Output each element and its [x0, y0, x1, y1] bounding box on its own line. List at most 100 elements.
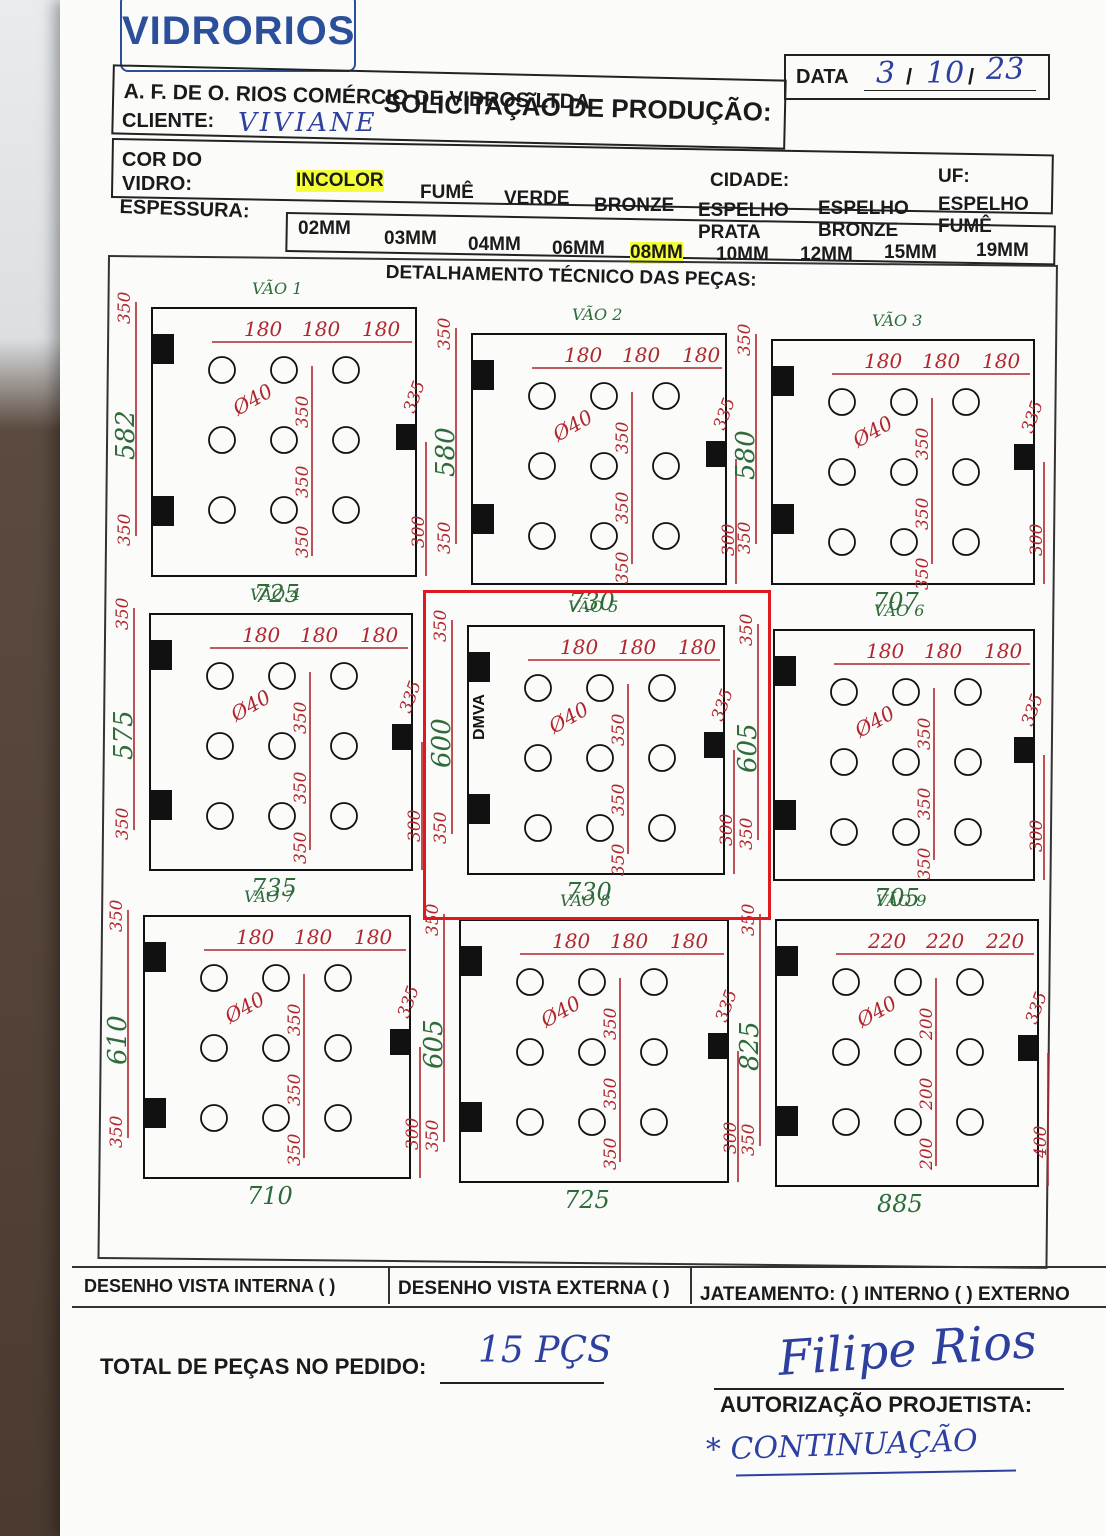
uf-label: UF: — [938, 166, 970, 187]
glass-piece-outline[interactable] — [471, 333, 727, 585]
hole-circle — [586, 814, 614, 842]
spacing-label: 180 — [354, 925, 392, 949]
hole-circle — [590, 522, 618, 550]
external-view-option[interactable]: DESENHO VISTA EXTERNA ( ) — [398, 1278, 670, 1299]
date-box: DATA 3 / 10 / 23 — [784, 52, 1050, 100]
right-bottom-dimension: 300 — [1027, 523, 1047, 556]
piece-label: VÃO 3 — [872, 310, 922, 330]
thickness-option-12mm[interactable]: 12MM — [800, 244, 853, 265]
color-option-fume[interactable]: FUMÊ — [420, 182, 474, 203]
hole-circle — [830, 678, 858, 706]
left-bottom-dimension: 350 — [431, 811, 451, 844]
selection-highlight-box[interactable] — [423, 590, 771, 920]
dmva-note: DMVA — [471, 694, 488, 740]
sandblasting-option[interactable]: JATEAMENTO: ( ) INTERNO ( ) EXTERNO — [700, 1284, 1070, 1305]
glass-piece-outline[interactable] — [775, 919, 1039, 1187]
vertical-spacing-label: 350 — [913, 427, 933, 460]
vertical-spacing-label: 350 — [285, 1073, 305, 1106]
glass-piece-outline[interactable] — [773, 629, 1035, 881]
hole-circle — [200, 964, 228, 992]
hole-circle — [528, 382, 556, 410]
date-day: 3 — [876, 56, 896, 91]
left-bottom-dimension: 350 — [735, 521, 755, 554]
thickness-option-04mm[interactable]: 04MM — [468, 234, 521, 255]
hole-circle — [578, 1108, 606, 1136]
spacing-label: 180 — [924, 639, 962, 663]
handle-block — [1014, 444, 1034, 470]
width-label: 725 — [564, 1186, 610, 1214]
piece-label: VÃO 7 — [244, 886, 295, 906]
hinge-block — [150, 790, 172, 820]
left-bottom-dimension: 350 — [113, 807, 133, 840]
thickness-option-19mm[interactable]: 19MM — [976, 240, 1029, 261]
hole-circle — [270, 356, 298, 384]
left-bottom-dimension: 350 — [737, 817, 757, 850]
glass-piece-outline[interactable] — [143, 915, 411, 1179]
color-option-espelho-bronze[interactable]: ESPELHO BRONZE — [818, 198, 909, 241]
glass-piece-outline[interactable] — [151, 307, 417, 577]
hole-circle — [956, 1108, 984, 1136]
vertical-spacing-label: 350 — [601, 1007, 621, 1040]
thickness-option-15mm[interactable]: 15MM — [884, 242, 937, 263]
hinge-block — [144, 942, 166, 972]
hole-diameter-label: Ø40 — [850, 700, 899, 742]
height-label: 605 — [733, 723, 763, 773]
spacing-label: 180 — [360, 623, 398, 647]
hole-circle — [892, 818, 920, 846]
height-label: 575 — [109, 710, 139, 760]
width-label: 885 — [877, 1190, 923, 1218]
thickness-option-08mm[interactable]: 08MM — [630, 242, 683, 264]
vertical-spacing-label: 350 — [291, 701, 311, 734]
right-dimension: 335 — [394, 983, 424, 1020]
glass-piece-outline[interactable] — [149, 613, 413, 871]
spacing-label: 180 — [622, 343, 660, 367]
right-dimension: 335 — [710, 395, 740, 432]
width-label: 710 — [247, 1182, 293, 1210]
hole-circle — [586, 744, 614, 772]
hole-circle — [894, 968, 922, 996]
glass-piece-outline[interactable] — [771, 339, 1035, 585]
footer-divider — [690, 1266, 692, 1304]
hole-circle — [200, 1034, 228, 1062]
thickness-option-10mm[interactable]: 10MM — [716, 244, 769, 265]
right-bottom-dimension: 300 — [409, 515, 429, 548]
left-bottom-dimension: 350 — [107, 1115, 127, 1148]
hole-diameter-label: Ø40 — [852, 990, 901, 1032]
spacing-label: 180 — [922, 349, 960, 373]
hole-diameter-label: Ø40 — [848, 410, 897, 452]
hinge-block — [774, 656, 796, 686]
spacing-label: 180 — [610, 929, 648, 953]
thickness-option-02mm[interactable]: 02MM — [298, 218, 351, 239]
internal-view-option[interactable]: DESENHO VISTA INTERNA ( ) — [84, 1276, 336, 1296]
hole-circle — [648, 744, 676, 772]
thickness-option-06mm[interactable]: 06MM — [552, 238, 605, 259]
date-label: DATA — [796, 66, 849, 88]
color-option-bronze[interactable]: BRONZE — [594, 195, 675, 216]
hole-circle — [528, 452, 556, 480]
glass-piece-outline[interactable] — [459, 919, 729, 1183]
piece-label: VÃO 1 — [252, 278, 302, 298]
hole-circle — [830, 748, 858, 776]
right-bottom-dimension: 300 — [405, 809, 425, 842]
spacing-label: 180 — [866, 639, 904, 663]
spacing-label: 180 — [618, 635, 656, 659]
handle-block — [1018, 1035, 1038, 1061]
vertical-spacing-label: 350 — [613, 491, 633, 524]
color-option-incolor[interactable]: INCOLOR — [296, 170, 384, 192]
spacing-label: 220 — [867, 929, 906, 953]
color-option-espelho-prata[interactable]: ESPELHO PRATA — [698, 200, 789, 243]
hole-diameter-label: Ø40 — [536, 990, 585, 1032]
color-option-verde[interactable]: VERDE — [504, 188, 570, 209]
color-option-espelho-fume[interactable]: ESPELHO FUMÊ — [938, 194, 1029, 237]
hole-circle — [270, 426, 298, 454]
hole-circle — [324, 1034, 352, 1062]
hole-circle — [262, 1104, 290, 1132]
thickness-option-03mm[interactable]: 03MM — [384, 228, 437, 249]
hinge-block — [776, 946, 798, 976]
left-bottom-dimension: 350 — [435, 521, 455, 554]
hole-circle — [516, 968, 544, 996]
height-label: 825 — [735, 1021, 765, 1071]
hole-circle — [954, 818, 982, 846]
spacing-label: 180 — [682, 343, 720, 367]
vertical-spacing-label: 350 — [601, 1077, 621, 1110]
